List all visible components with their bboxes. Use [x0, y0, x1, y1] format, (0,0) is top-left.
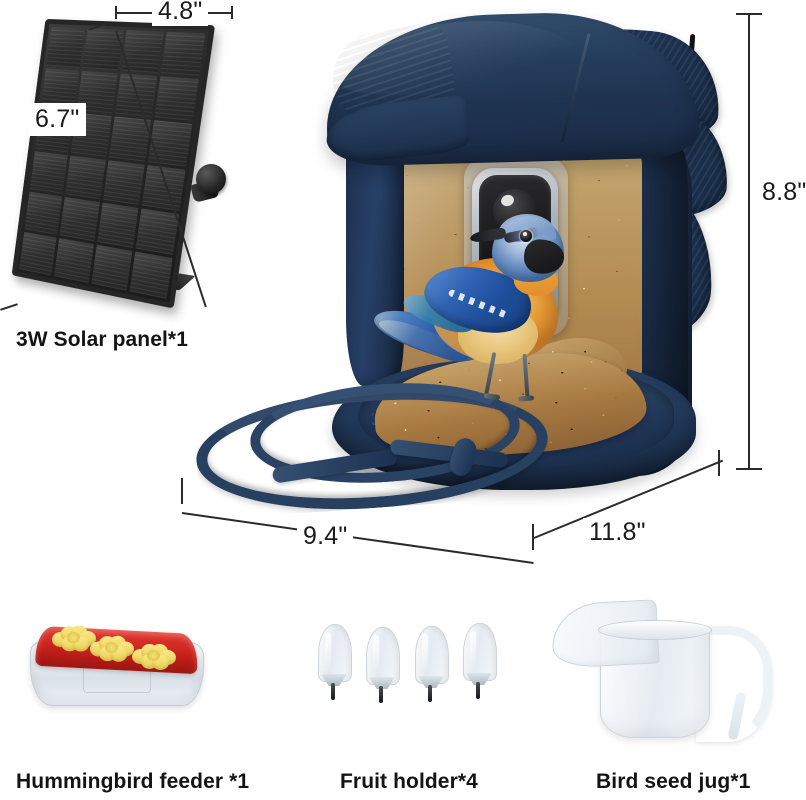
dim-tick-solar-width-left [115, 6, 117, 19]
fruit-holder-3 [415, 626, 449, 702]
part-label-fruit-holder: Fruit holder*4 [340, 770, 478, 793]
dim-tick-width-right [532, 524, 534, 550]
dim-label-solar-height: 6.7" [28, 103, 87, 136]
dim-tick-height-bottom [736, 468, 762, 470]
bird-leg-right [522, 353, 530, 399]
dim-tick-solar-width-right [231, 6, 233, 19]
dim-label-feeder-width: 9.4" [297, 522, 354, 551]
fruit-holder-2 [366, 627, 400, 703]
dim-line-feeder-height [748, 15, 750, 470]
jug-handle [696, 626, 772, 742]
dim-tick-solar-height-bottom [0, 303, 18, 311]
feeder-support-column [346, 124, 404, 386]
feeder-flower-port-2 [89, 635, 135, 663]
solar-panel-mount-bracket [188, 162, 232, 204]
bird-foot-right [517, 395, 535, 402]
dim-tick-height-top [736, 13, 762, 15]
dim-label-solar-width: 4.8" [152, 0, 209, 26]
dim-label-feeder-height: 8.8" [762, 178, 806, 206]
solar-panel-illustration [11, 18, 228, 312]
feeder-flower-port-3 [132, 644, 176, 670]
dim-tick-depth-right [718, 450, 720, 476]
part-label-hummingbird-feeder: Hummingbird feeder *1 [16, 770, 250, 793]
jug-rim [598, 620, 712, 640]
part-label-solar-panel: 3W Solar panel*1 [16, 328, 188, 351]
part-label-bird-seed-jug: Bird seed jug*1 [596, 770, 751, 793]
dim-tick-width-left [181, 478, 183, 504]
bird-illustration [369, 202, 594, 412]
bird-foot-left [483, 392, 501, 401]
fruit-holder-illustration [318, 622, 510, 722]
bird-eye [520, 230, 532, 242]
bird-seed-jug-illustration [550, 599, 772, 742]
dim-label-feeder-depth: 11.8" [583, 518, 652, 547]
fruit-holder-1 [318, 624, 352, 700]
bird-feeder-illustration [176, 6, 736, 526]
fruit-holder-4 [463, 623, 497, 699]
hummingbird-feeder-illustration [28, 612, 206, 712]
